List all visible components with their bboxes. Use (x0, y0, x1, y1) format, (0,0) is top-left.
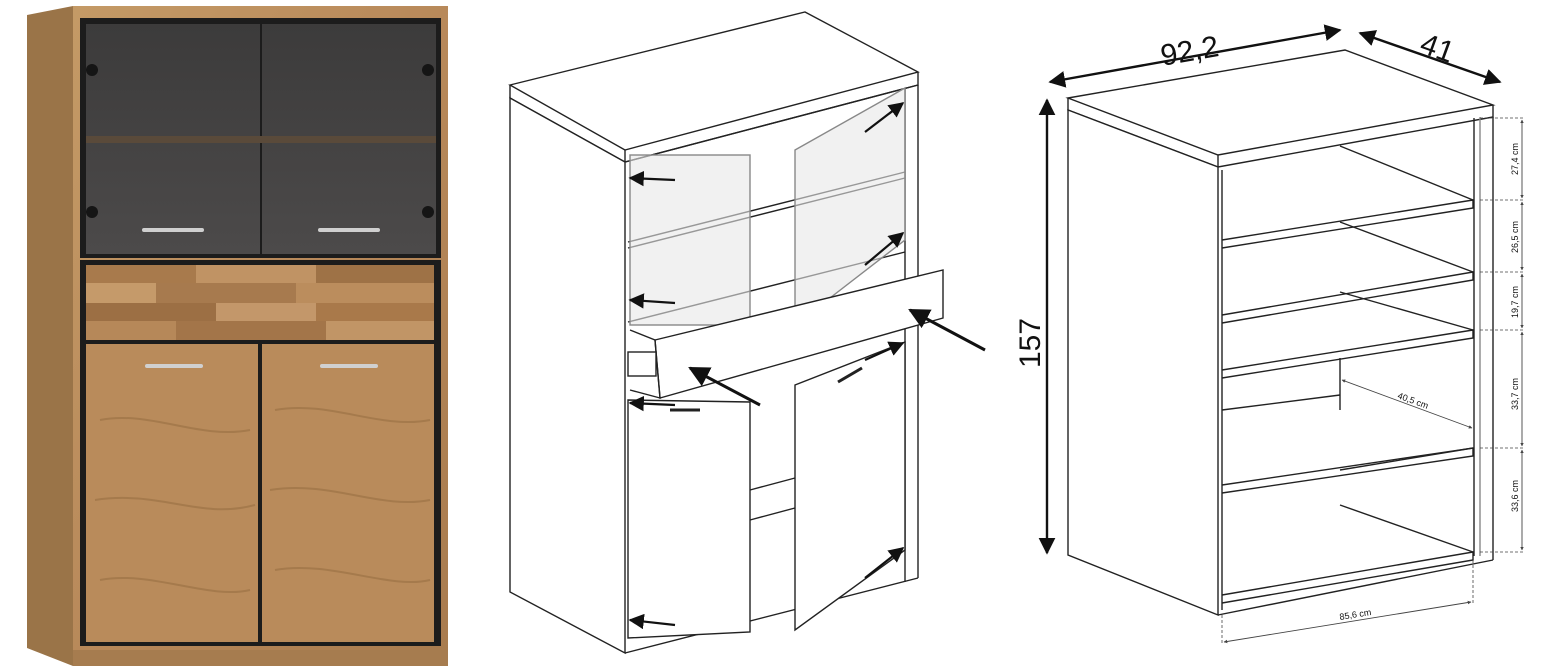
inner-width-label: 85,6 cm (1339, 607, 1372, 622)
open-glass-door-right (794, 86, 906, 327)
gap1-label: 27,4 cm (1510, 143, 1520, 175)
handle-door-right (320, 364, 378, 368)
hinge (86, 206, 98, 218)
gap2-label: 26,5 cm (1510, 221, 1520, 253)
depth-arrow (1358, 30, 1502, 85)
hinge (422, 206, 434, 218)
wood-grain (269, 406, 431, 584)
feature-arrows (628, 102, 986, 630)
open-door-right (794, 340, 906, 632)
wood-grain (94, 416, 256, 594)
features-drawing (508, 11, 986, 655)
cabinet-side-panel (27, 6, 73, 666)
cabinet-photo (27, 6, 448, 666)
measure-guides (1221, 117, 1525, 645)
open-glass-door-left (629, 154, 751, 326)
width-label: 92,2 (1158, 30, 1221, 73)
gap5-label: 33,6 cm (1510, 480, 1520, 512)
lower-door-left (86, 344, 258, 642)
gap3-label: 19,7 cm (1510, 286, 1520, 318)
carcass-side (1067, 108, 1219, 617)
drawer-wood-blocks (86, 265, 434, 340)
cabinet-side-outline (509, 96, 626, 655)
dimensions-drawing (1038, 24, 1525, 645)
drawer-lock (627, 351, 657, 377)
gap4-label: 33,7 cm (1510, 378, 1520, 410)
inner-depth-label: 40,5 cm (1396, 390, 1430, 410)
hinge (86, 64, 98, 76)
hinge (422, 64, 434, 76)
handle-glass-right (318, 228, 380, 232)
width-arrow (1048, 24, 1342, 88)
shelves (1221, 199, 1474, 604)
glass-shelf (86, 136, 436, 143)
handle-glass-left (142, 228, 204, 232)
height-label: 157 (1014, 318, 1047, 368)
handle-door-left (145, 364, 203, 368)
depth-label: 41 (1416, 27, 1459, 69)
open-door-left (627, 399, 751, 639)
cabinet-plinth (73, 650, 448, 666)
